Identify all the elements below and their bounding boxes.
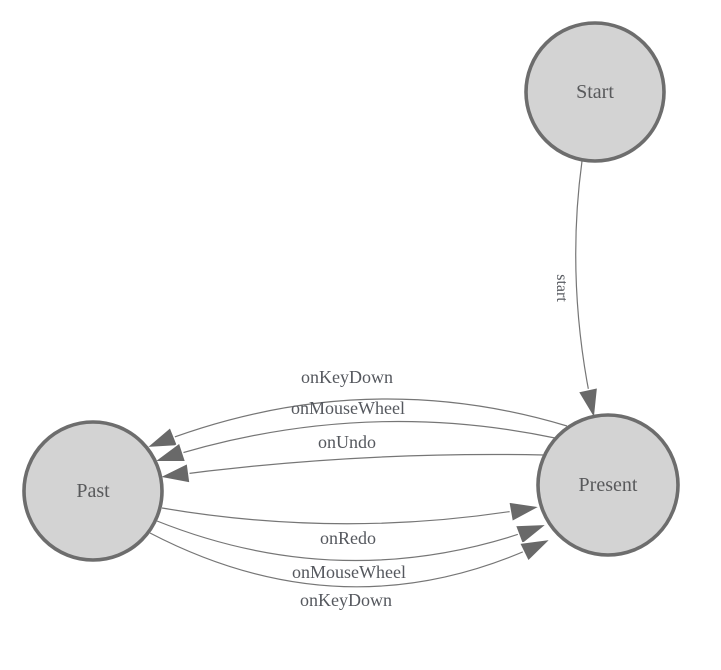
edge-present-to-past-onmousewheel [156, 420, 556, 461]
edge-past-to-present-onmousewheel [156, 520, 545, 562]
edge-label-start: start [553, 274, 570, 302]
edge-label-onkeydown-top: onKeyDown [301, 367, 393, 387]
node-past-label: Past [76, 480, 110, 502]
node-present-circle [536, 413, 680, 557]
edge-past-to-present-onredo [161, 507, 538, 525]
edge-past-to-present-onkeydown [149, 532, 549, 588]
node-start-label: Start [576, 81, 614, 103]
node-present-label: Present [579, 474, 638, 496]
node-start: Start [524, 21, 666, 163]
edge-label-onredo: onRedo [320, 528, 376, 548]
edge-present-to-past-onundo [161, 453, 545, 477]
edge-label-onmousewheel-top: onMouseWheel [291, 398, 405, 418]
node-start-circle [524, 21, 666, 163]
edge-present-to-past-onkeydown [148, 398, 568, 447]
edge-label-onkeydown-bottom: onKeyDown [300, 590, 392, 610]
node-past-circle [22, 420, 164, 562]
edge-label-onundo: onUndo [318, 432, 376, 452]
edge-label-onmousewheel-bottom: onMouseWheel [292, 562, 406, 582]
node-present: Present [536, 413, 680, 557]
edge-start-to-present [575, 160, 594, 417]
node-past: Past [22, 420, 164, 562]
